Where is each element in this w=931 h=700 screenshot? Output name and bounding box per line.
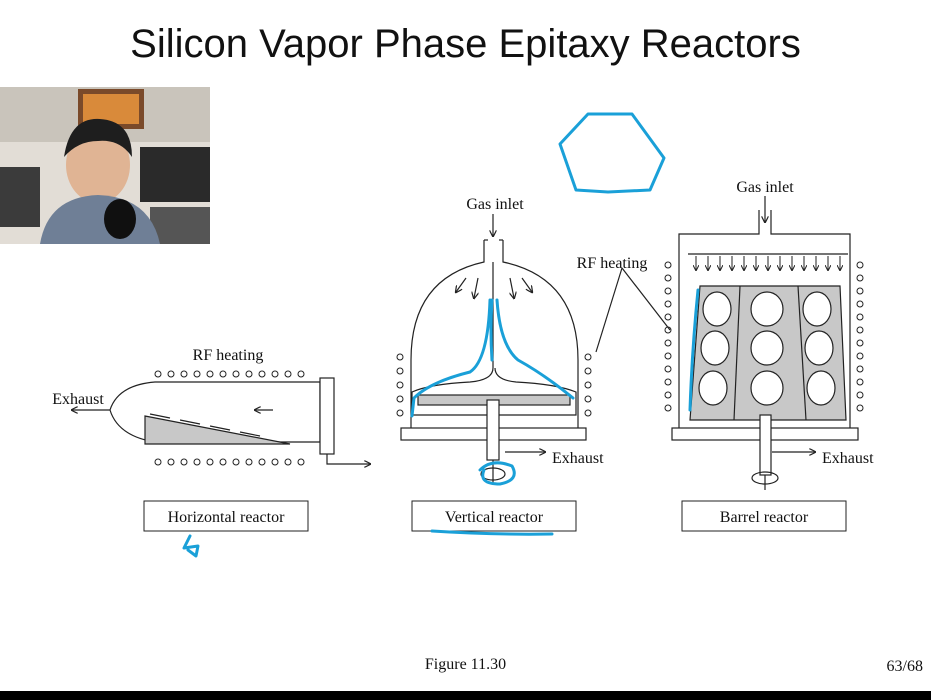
vertical-reactor-label-box (411, 500, 577, 532)
annotation-hexagon (558, 112, 666, 194)
barrel-rf-heating-label: RF heating (577, 255, 648, 272)
annotation-vertical-flow-center (489, 298, 494, 362)
pen-annotations (182, 112, 700, 558)
horizontal-reactor-label-box (143, 500, 309, 532)
horizontal-reactor (72, 377, 370, 464)
barrel-reactor-label: Barrel reactor (720, 509, 809, 526)
horizontal-reactor-label: Horizontal reactor (168, 509, 286, 526)
annotation-barrel-edge (688, 288, 700, 412)
page-number: 63/68 (886, 658, 923, 675)
annotation-vertical-flow-right (495, 298, 575, 400)
vertical-reactor (400, 214, 587, 485)
vertical-rf-coil-left (396, 353, 404, 417)
slide-title: Silicon Vapor Phase Epitaxy Reactors (130, 22, 801, 66)
horizontal-exhaust-label: Exhaust (52, 391, 104, 408)
bottom-bar (0, 691, 931, 700)
annotation-horizontal-squiggle (182, 534, 200, 558)
annotation-vertical-flow-left (410, 298, 492, 418)
horizontal-rf-coil-top (154, 370, 305, 378)
barrel-rf-coil-right (856, 261, 864, 412)
vertical-exhaust-label: Exhaust (552, 450, 604, 467)
barrel-reactor (595, 196, 859, 490)
vertical-gas-inlet-label: Gas inlet (466, 196, 524, 213)
figure-caption: Figure 11.30 (424, 656, 507, 673)
horizontal-rf-heating-label: RF heating (193, 347, 264, 364)
barrel-gas-shower-arrows (696, 256, 840, 270)
vertical-rf-coil-right (584, 353, 592, 417)
barrel-exhaust-label: Exhaust (822, 450, 874, 467)
horizontal-rf-coil-bottom (154, 458, 305, 466)
webcam-video-overlay (0, 87, 210, 244)
barrel-rf-coil-left (664, 261, 672, 412)
vertical-reactor-label: Vertical reactor (445, 509, 544, 526)
barrel-reactor-label-box (681, 500, 847, 532)
annotation-vertical-underline (430, 529, 554, 536)
barrel-gas-inlet-label: Gas inlet (736, 179, 794, 196)
annotation-vertical-exhaust-swirl (478, 461, 516, 486)
